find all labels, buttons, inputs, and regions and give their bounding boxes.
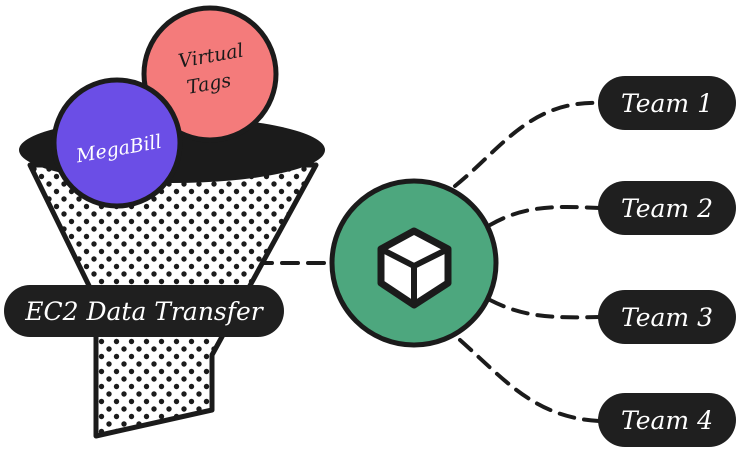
connector-team-1 — [453, 100, 602, 188]
funnel-label-bg — [4, 285, 284, 337]
funnel-label: EC2 Data Transfer — [24, 297, 265, 326]
team-list: Team 1 Team 2 Team 3 Team 4 — [598, 76, 736, 447]
team-1-pill: Team 1 — [598, 76, 736, 130]
funnel-label-pill: EC2 Data Transfer — [4, 285, 284, 337]
hub — [329, 178, 499, 348]
hub-team-connectors — [453, 100, 602, 423]
connector-team-3 — [488, 298, 602, 320]
team-3-pill: Team 3 — [598, 290, 736, 344]
team-2-label: Team 2 — [621, 194, 713, 223]
team-4-bg — [598, 393, 736, 447]
team-1-bg — [598, 76, 736, 130]
team-4-pill: Team 4 — [598, 393, 736, 447]
connector-team-2 — [488, 204, 602, 227]
virtual-tags-circle — [141, 5, 279, 143]
team-3-label: Team 3 — [621, 303, 713, 332]
megabill-circle — [51, 77, 183, 209]
team-4-label: Team 4 — [621, 406, 713, 435]
team-2-pill: Team 2 — [598, 181, 736, 235]
cube-icon — [377, 227, 452, 309]
team-2-bg — [598, 181, 736, 235]
team-3-bg — [598, 290, 736, 344]
connector-team-4 — [458, 338, 602, 423]
team-1-label: Team 1 — [621, 89, 713, 118]
virtual-tags-ball: Virtual Tags — [141, 5, 279, 143]
megabill-ball: MegaBill — [51, 77, 183, 209]
